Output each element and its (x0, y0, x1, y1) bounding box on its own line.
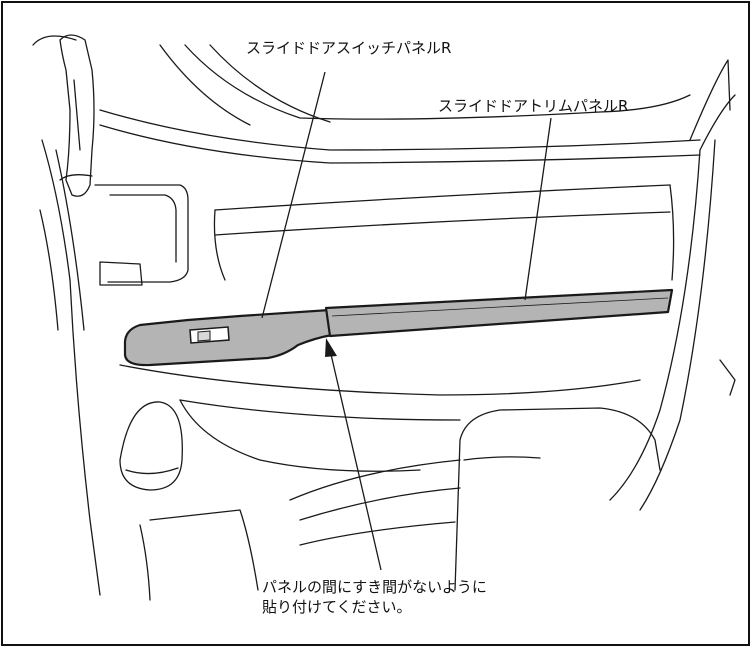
left-box-seat (99, 261, 143, 286)
leader-switch (261, 71, 326, 319)
trim-panel-shape (324, 288, 674, 338)
lower-panel-1 (119, 364, 641, 396)
note-line-1: パネルの間にすき間がないように (262, 578, 487, 596)
right-frame-4 (639, 139, 716, 511)
instruction-note: パネルの間にすき間がないように 貼り付けてください。 (262, 577, 487, 618)
right-frame-2 (699, 94, 736, 151)
trim-panel-label: スライドドアトリムパネルR (438, 97, 629, 115)
arrowhead-joint (325, 338, 337, 357)
right-frame-3 (609, 149, 701, 501)
window-line-1 (214, 184, 671, 211)
grab-handle-inner (73, 79, 81, 151)
right-latch (719, 359, 736, 396)
door-pocket (119, 401, 183, 491)
floor-line (299, 521, 456, 546)
pocket-rim (125, 467, 179, 475)
switch-panel-shape (123, 308, 334, 367)
right-frame-1 (689, 59, 731, 141)
grab-handle-cap (59, 174, 93, 181)
left-box (94, 184, 189, 283)
lower-panel-2 (179, 399, 461, 421)
upper-arc-5 (99, 124, 701, 164)
grab-handle (59, 34, 95, 197)
window-line-2 (214, 211, 671, 236)
left-box-inner (109, 194, 177, 263)
lower-panel-3 (179, 399, 421, 472)
step-line-2 (299, 487, 461, 521)
roof-line (32, 35, 77, 46)
step-line-3 (149, 509, 259, 591)
switch-panel-label: スライドドアスイッチパネルR (246, 39, 452, 57)
leader-trim (524, 117, 552, 301)
leader-joint (329, 349, 382, 571)
window-line-4 (669, 184, 675, 281)
pillar-line-1 (41, 139, 101, 596)
pillar-line-2 (55, 149, 85, 331)
pillar-line-3 (39, 209, 59, 331)
seat-edge (463, 456, 541, 461)
step-line-1 (289, 459, 461, 501)
upper-arc-2 (184, 44, 691, 120)
seat-back (454, 407, 661, 591)
note-line-2: 貼り付けてください。 (262, 598, 412, 617)
step-line-4 (139, 524, 151, 601)
upper-arc-4 (99, 109, 701, 151)
upper-arc-1 (159, 44, 251, 126)
window-line-3 (213, 209, 226, 281)
